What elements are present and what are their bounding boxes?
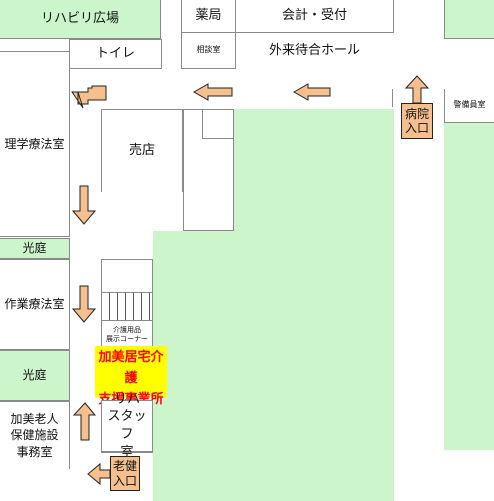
arrow-left-icon [87,462,111,486]
care-block [101,259,153,292]
arrow-left-icon [192,83,233,101]
right-wall-line [392,89,394,107]
arrow-down-icon [71,185,97,225]
arrow-up-icon [404,75,430,104]
elderly-health-entrance[interactable]: 老健 入口 [110,456,140,491]
light-garden-top: 光庭 [0,238,70,259]
top-right-garden [444,0,494,39]
shop: 売店 [101,109,183,192]
care-goods-corner: 介護用品 展示コーナー [101,320,153,350]
elderly-facility-office: 加美老人 保健施設 事務室 [0,401,70,469]
accounting-reception: 会計・受付 [235,0,394,33]
security-room: 警備員室 [444,89,494,123]
arrow-down-icon [71,285,97,323]
arrow-left-icon [292,83,331,101]
care-support-office: 加美居宅介護 支援事業所 [95,346,167,407]
rehab-plaza: リハビリ広場 [0,0,161,39]
right-garden-strip [444,123,494,450]
hospital-entrance[interactable]: 病院 入口 [401,103,433,139]
arrow-corner-icon [71,85,107,109]
consultation-room: 相談室 [181,32,236,69]
arrow-up-icon [72,402,97,441]
shop-annex-small [202,109,234,139]
outpatient-hall: 外来待合ホール [268,42,360,58]
light-garden-bottom: 光庭 [0,350,70,401]
stair-stripes [101,292,153,320]
lower-courtyard [153,231,243,501]
physical-therapy-room: 理学療法室 [0,51,70,237]
occupational-therapy-room: 作業療法室 [0,259,70,350]
bottom-wall [101,452,153,454]
main-courtyard [234,109,394,501]
